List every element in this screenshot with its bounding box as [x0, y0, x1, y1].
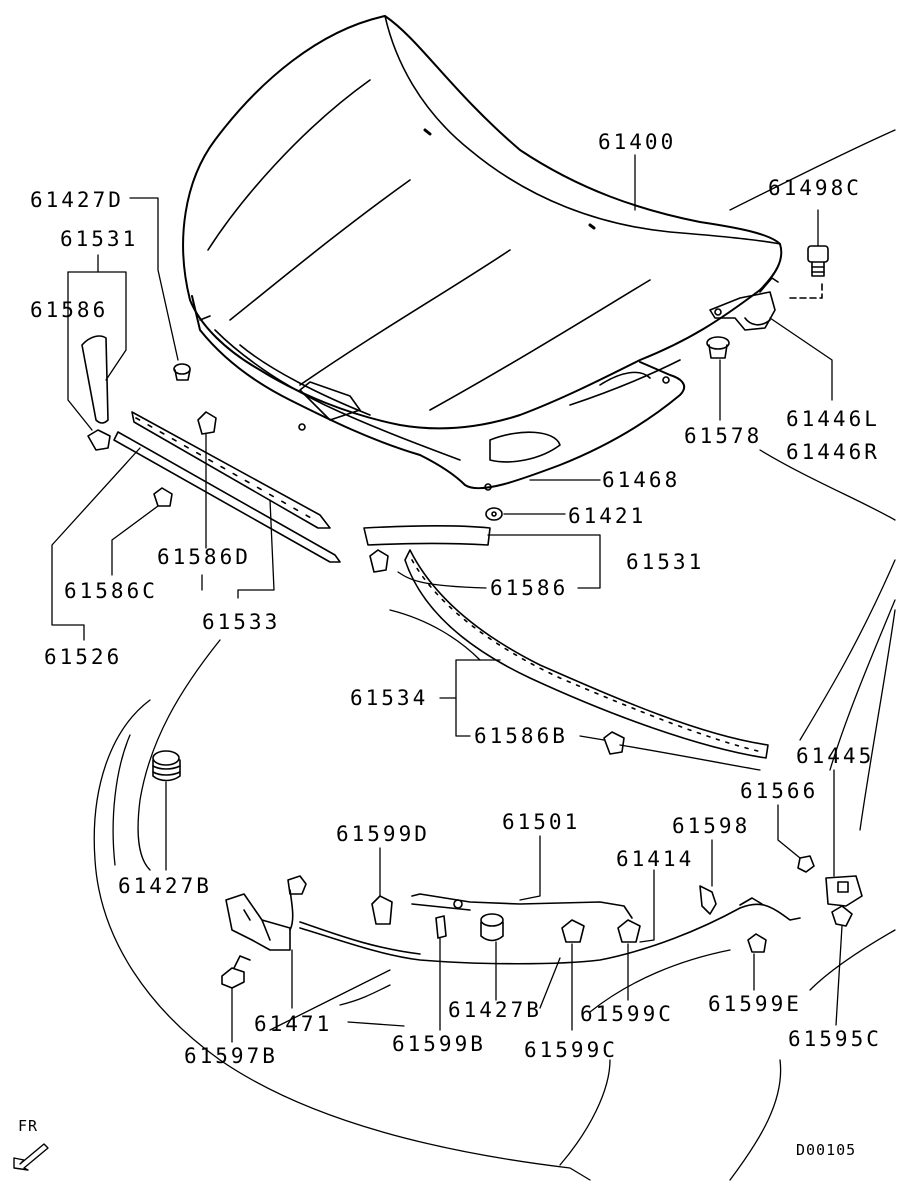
clip-61421	[486, 508, 502, 520]
label-61595C: 61595C	[788, 1027, 882, 1051]
clip-61586B	[604, 732, 624, 754]
label-61599D: 61599D	[336, 822, 430, 846]
label-61534: 61534	[350, 686, 429, 710]
label-61427D: 61427D	[30, 188, 124, 212]
label-61400: 61400	[598, 130, 677, 154]
label-61597B: 61597B	[184, 1044, 278, 1068]
label-61586-top: 61586	[30, 298, 109, 322]
screw-61566	[798, 856, 814, 872]
weatherstrip-61533	[114, 412, 340, 562]
label-61446L: 61446L	[786, 407, 880, 431]
bolt-61498C	[808, 246, 828, 276]
clip-61586-left	[88, 430, 110, 450]
label-61566: 61566	[740, 779, 819, 803]
label-61531-top: 61531	[60, 227, 139, 251]
label-61599C-bottom: 61599C	[524, 1038, 618, 1062]
front-direction-arrow	[14, 1144, 48, 1170]
vehicle-body-outline	[94, 130, 895, 1180]
label-61427B-mid: 61427B	[448, 998, 542, 1022]
clip-61586-mid	[370, 550, 388, 572]
label-61498C: 61498C	[768, 176, 862, 200]
seal-61531-left	[82, 336, 108, 423]
label-61586D: 61586D	[157, 545, 251, 569]
label-61445: 61445	[796, 744, 875, 768]
label-61421: 61421	[568, 504, 647, 528]
label-61586-mid: 61586	[490, 576, 569, 600]
label-61599C-right: 61599C	[580, 1002, 674, 1026]
cable-clip-61598	[700, 886, 716, 914]
label-61586C: 61586C	[64, 579, 158, 603]
hood-inner-frame	[192, 296, 684, 490]
clip-61599B	[436, 916, 446, 938]
bumper-61427B-mid	[481, 914, 503, 941]
release-cable	[300, 898, 800, 964]
label-61501: 61501	[502, 810, 581, 834]
clip-61586D	[198, 412, 216, 434]
clip-61586C	[154, 488, 172, 506]
clip-61599C-b	[618, 920, 640, 942]
bolt-61597B	[222, 956, 250, 988]
support-rod	[412, 894, 632, 918]
clip-61427D	[174, 364, 190, 380]
label-61526: 61526	[44, 645, 123, 669]
bumper-61427B-left	[153, 751, 180, 781]
clip-61599E	[748, 934, 766, 952]
hood-hinge	[710, 278, 822, 330]
leader-lines	[52, 155, 842, 1042]
bumper-61578	[707, 337, 729, 358]
label-61471: 61471	[254, 1012, 333, 1036]
clip-61599C-a	[562, 920, 584, 942]
label-61586B: 61586B	[474, 724, 568, 748]
label-61468: 61468	[602, 468, 681, 492]
weatherstrip-61534	[405, 550, 768, 758]
clip-61599D	[372, 896, 392, 924]
label-61446R: 61446R	[786, 440, 880, 464]
label-61414: 61414	[616, 847, 695, 871]
label-61578: 61578	[684, 424, 763, 448]
hood-panel	[183, 16, 781, 428]
orientation-label: FR	[18, 1117, 39, 1135]
label-61533: 61533	[202, 610, 281, 634]
label-61598: 61598	[672, 814, 751, 838]
diagram-code: D00105	[796, 1141, 857, 1159]
hood-lock	[826, 876, 862, 926]
seal-61531-mid	[364, 526, 490, 545]
hood-latch	[226, 876, 306, 950]
label-61599E: 61599E	[708, 992, 802, 1016]
label-61531-mid: 61531	[626, 550, 705, 574]
label-61427B-left: 61427B	[118, 874, 212, 898]
label-61599B: 61599B	[392, 1032, 486, 1056]
